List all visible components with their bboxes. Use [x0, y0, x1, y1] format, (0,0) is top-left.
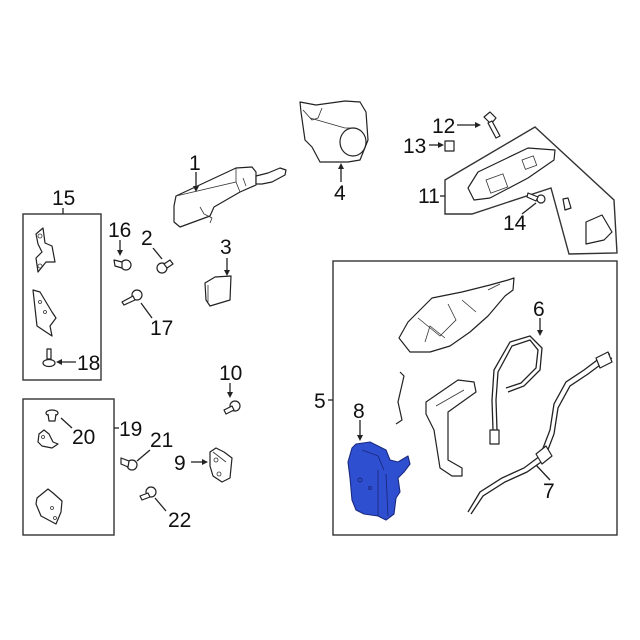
part-19-bracket-upper[interactable]: [37, 429, 59, 449]
callout-4[interactable]: 4: [334, 182, 346, 205]
part-9-striker[interactable]: [209, 447, 233, 483]
leader-7: [535, 464, 551, 481]
arrow-10: [227, 392, 233, 398]
part-5-handle-bracket[interactable]: [398, 277, 515, 353]
arrow-8: [357, 435, 363, 441]
arrow-4: [338, 163, 344, 169]
part-11-clip: [562, 197, 572, 211]
callout-20[interactable]: 20: [72, 426, 95, 449]
callout-12[interactable]: 12: [432, 115, 455, 138]
group-5-box: [332, 260, 618, 536]
callout-15[interactable]: 15: [52, 187, 75, 210]
part-7-cable[interactable]: [467, 351, 613, 515]
arrow-16: [117, 250, 123, 256]
part-4-housing[interactable]: [299, 100, 369, 163]
part-17-bolt[interactable]: [121, 289, 143, 306]
callout-2[interactable]: 2: [141, 227, 153, 250]
part-15-bracket-upper[interactable]: [35, 227, 56, 273]
arrow-12: [475, 122, 481, 128]
leader-22: [154, 497, 167, 512]
group-15-box: [22, 213, 102, 381]
arrow-13: [438, 142, 444, 148]
part-3-pad[interactable]: [204, 275, 232, 307]
part-12-screw[interactable]: [483, 111, 501, 139]
callout-8[interactable]: 8: [353, 400, 365, 423]
part-11-switch-panel[interactable]: [467, 147, 556, 201]
part-11-trim: [585, 214, 613, 245]
callout-10[interactable]: 10: [219, 362, 242, 385]
callout-22[interactable]: 22: [168, 509, 191, 532]
leader-2: [152, 247, 163, 260]
callout-14[interactable]: 14: [503, 212, 527, 235]
part-2-fastener[interactable]: [156, 259, 174, 274]
callout-5[interactable]: 5: [314, 390, 326, 413]
arrow-18: [56, 359, 62, 365]
callout-13[interactable]: 13: [403, 135, 426, 158]
part-13-clip[interactable]: [444, 140, 455, 152]
callout-16[interactable]: 16: [108, 219, 131, 242]
group-19-box: [22, 398, 115, 536]
part-16-fastener[interactable]: [113, 259, 132, 271]
arrow-1: [193, 186, 199, 192]
part-1-door-handle[interactable]: [173, 166, 287, 228]
part-22-bolt[interactable]: [139, 486, 157, 501]
part-14-screw[interactable]: [526, 192, 546, 204]
callout-18[interactable]: 18: [77, 352, 100, 375]
part-5-rod: [395, 371, 405, 425]
arrow-3: [224, 270, 230, 276]
callout-1[interactable]: 1: [189, 152, 201, 175]
arrow-9: [202, 459, 208, 465]
leader-20: [60, 417, 73, 429]
callout-19[interactable]: 19: [119, 418, 142, 441]
callout-9[interactable]: 9: [174, 452, 186, 475]
arrow-6: [537, 330, 543, 336]
part-8-latch-actuator[interactable]: [347, 441, 411, 521]
part-20-clip[interactable]: [45, 409, 59, 422]
leader-14: [521, 202, 537, 215]
callout-3[interactable]: 3: [220, 236, 232, 259]
part-15-bracket-lower[interactable]: [32, 289, 57, 337]
part-5-bracket[interactable]: [425, 379, 477, 477]
leader-21: [136, 449, 151, 462]
group-11-outline: [444, 126, 618, 255]
leader-17: [140, 302, 153, 319]
callout-7[interactable]: 7: [543, 480, 555, 503]
part-19-bracket-lower[interactable]: [35, 488, 63, 525]
part-10-bolt[interactable]: [223, 400, 241, 415]
part-18-bolt[interactable]: [42, 348, 56, 368]
part-21-fastener[interactable]: [120, 457, 138, 471]
callout-17[interactable]: 17: [150, 317, 173, 340]
callout-11[interactable]: 11: [418, 185, 440, 208]
callout-6[interactable]: 6: [533, 298, 545, 321]
callout-21[interactable]: 21: [150, 429, 173, 452]
part-6-cable[interactable]: [489, 335, 543, 445]
